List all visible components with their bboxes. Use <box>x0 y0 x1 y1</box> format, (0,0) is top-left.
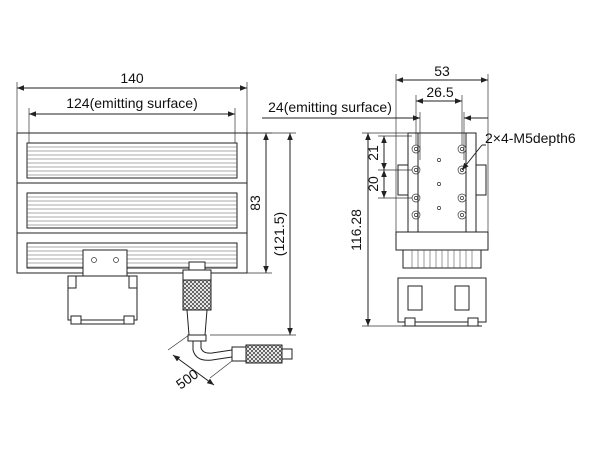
knurl-line <box>210 309 211 310</box>
knurl-line <box>208 280 211 283</box>
side-view: 53 26.5 24(emitting surface) 2×4-M5depth… <box>262 63 576 327</box>
knurl-line <box>183 280 206 303</box>
knurl-line <box>183 280 198 295</box>
knurl-line <box>261 345 281 363</box>
dimension-width-140: 140 <box>16 70 248 133</box>
knurl-line <box>265 345 282 362</box>
knurl-line <box>183 309 184 310</box>
knurl-line <box>183 280 194 291</box>
knurl-line <box>183 281 211 310</box>
dimension-height-83: 83 <box>247 132 272 274</box>
pitch-bottom-label: 20 <box>365 176 381 192</box>
mount-bracket <box>67 249 138 325</box>
knurl-line <box>183 301 192 310</box>
knurl-line <box>202 301 211 310</box>
knurl-line <box>255 345 275 363</box>
knurl-line <box>190 289 211 310</box>
knurl-line <box>263 345 282 363</box>
knurl-line <box>246 345 263 362</box>
knurl-line <box>246 345 251 350</box>
knurl-line <box>273 345 282 354</box>
knurl-line <box>200 280 211 291</box>
knurl-line <box>183 297 196 310</box>
knurl-line <box>246 345 265 363</box>
emitting-width-label: 124(emitting surface) <box>66 95 198 111</box>
knurl-line <box>183 280 202 299</box>
dimension-cable-500: 500 <box>167 334 233 392</box>
knurl-line <box>251 345 271 363</box>
knurl-line <box>275 356 282 363</box>
knurl-line <box>257 345 277 363</box>
cable-connector <box>182 261 293 364</box>
knurl-line <box>246 356 253 363</box>
dimension-emitting-124: 124(emitting surface) <box>28 95 236 143</box>
knurl-line <box>184 280 211 307</box>
knurl-line <box>246 352 257 363</box>
pitch-top-label: 21 <box>365 145 381 161</box>
width-label: 140 <box>120 70 144 86</box>
knurl-line <box>246 348 261 363</box>
dimension-emitting-24: 24(emitting surface) <box>262 99 488 160</box>
knurl-line <box>253 345 273 363</box>
dimension-total-116-28: 116.28 <box>348 132 408 327</box>
knurl-line <box>183 285 208 310</box>
knurl-line <box>271 352 282 363</box>
hole-callout: 2×4-M5depth6 <box>461 130 576 171</box>
lamp-body <box>16 132 248 274</box>
knurl-line <box>183 280 186 283</box>
cable-length-label: 500 <box>173 365 201 392</box>
dimension-total-height-121-5: (121.5) <box>210 132 296 336</box>
dimension-mount-26-5: 26.5 <box>415 84 463 145</box>
knurl-line <box>246 345 255 354</box>
knurl-line <box>183 289 204 310</box>
knurl-line <box>183 281 211 310</box>
knurl-line <box>192 280 211 299</box>
knurl-line <box>183 280 210 307</box>
side-width-label: 53 <box>434 63 450 79</box>
knurl-line <box>246 345 259 358</box>
side-total-height-label: 116.28 <box>348 209 364 251</box>
knurl-line <box>249 345 269 363</box>
knurl-line <box>194 293 211 310</box>
knurl-line <box>204 280 211 287</box>
dimension-width-53: 53 <box>395 63 489 232</box>
knurl-line <box>247 345 267 363</box>
knurl-line <box>186 285 211 310</box>
front-view: 140 124(emitting surface) 83 (121.5) <box>16 70 296 392</box>
knurl-line <box>269 345 282 358</box>
knurl-line <box>198 297 211 310</box>
knurl-line <box>183 293 200 310</box>
knurl-line <box>267 348 282 363</box>
knurl-line <box>183 280 190 287</box>
mount-holes <box>411 144 467 220</box>
total-height-label: (121.5) <box>271 212 287 256</box>
knurl-line <box>196 280 211 295</box>
height-label: 83 <box>247 195 263 211</box>
side-housing <box>395 132 489 327</box>
knurl-line <box>259 345 279 363</box>
knurl-line <box>188 280 211 303</box>
side-emitting-width-label: 24(emitting surface) <box>268 99 392 115</box>
hole-spec-label: 2×4-M5depth6 <box>485 130 576 146</box>
mount-width-label: 26.5 <box>426 84 453 100</box>
knurl-line <box>277 345 282 350</box>
